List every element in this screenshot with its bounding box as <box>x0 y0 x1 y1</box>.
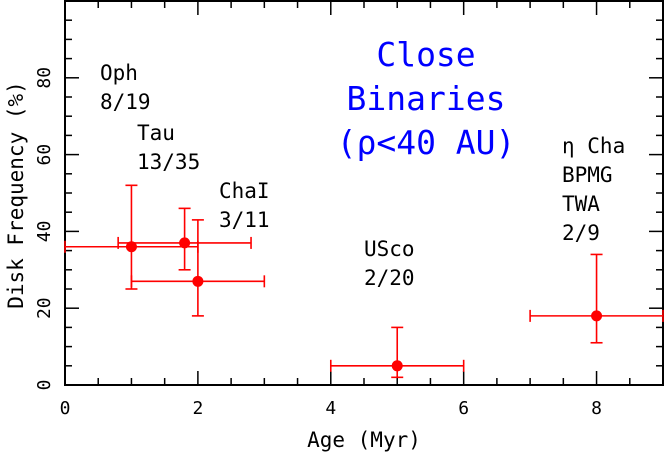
y-axis-title: Disk Frequency (%) <box>4 81 28 309</box>
data-series <box>64 184 664 379</box>
data-point-group <box>529 253 664 344</box>
y-tick-label: 20 <box>34 297 55 319</box>
x-tick-label: 4 <box>325 398 336 419</box>
data-point-group <box>329 326 465 379</box>
annotation-line: 8/19 <box>100 90 151 114</box>
annotation-line: 2/9 <box>562 221 600 245</box>
y-tick-label: 40 <box>34 221 55 243</box>
data-point <box>391 360 403 372</box>
y-tick-label: 80 <box>34 67 55 89</box>
annotation-line: Oph <box>100 61 138 85</box>
annotation-line: TWA <box>562 192 600 216</box>
annotation-line: 2/20 <box>364 266 415 290</box>
annotation-line: 3/11 <box>219 208 270 232</box>
highlight-annotation-line: (ρ<40 AU) <box>337 123 516 162</box>
annotation-label: Oph 8/19 <box>100 61 151 114</box>
annotation-line: BPMG <box>562 163 613 187</box>
highlight-annotation-line: Close <box>376 35 475 74</box>
data-point <box>591 310 603 322</box>
data-point <box>179 237 191 249</box>
data-point-group <box>64 184 199 290</box>
highlight-annotation-line: Binaries <box>347 79 506 118</box>
x-axis-title: Age (Myr) <box>307 428 421 452</box>
annotation-line: ChaI <box>219 179 270 203</box>
data-point <box>192 275 204 287</box>
annotation-label: Tau 13/35 <box>137 121 200 174</box>
annotation-line: η Cha <box>562 134 625 158</box>
annotation-label: USco 2/20 <box>364 237 415 290</box>
y-tick-label: 60 <box>34 144 55 166</box>
x-tick-label: 2 <box>192 398 203 419</box>
annotation-label: ChaI 3/11 <box>219 179 270 232</box>
data-point-group <box>130 219 266 317</box>
x-tick-label: 0 <box>60 398 71 419</box>
annotation-line: USco <box>364 237 415 261</box>
annotation-line: Tau <box>137 121 175 145</box>
y-tick-label: 0 <box>34 380 55 391</box>
data-point-group <box>117 207 252 271</box>
x-tick-label: 6 <box>458 398 469 419</box>
x-tick-label: 8 <box>591 398 602 419</box>
data-point <box>125 241 137 253</box>
annotation-line: 13/35 <box>137 150 200 174</box>
